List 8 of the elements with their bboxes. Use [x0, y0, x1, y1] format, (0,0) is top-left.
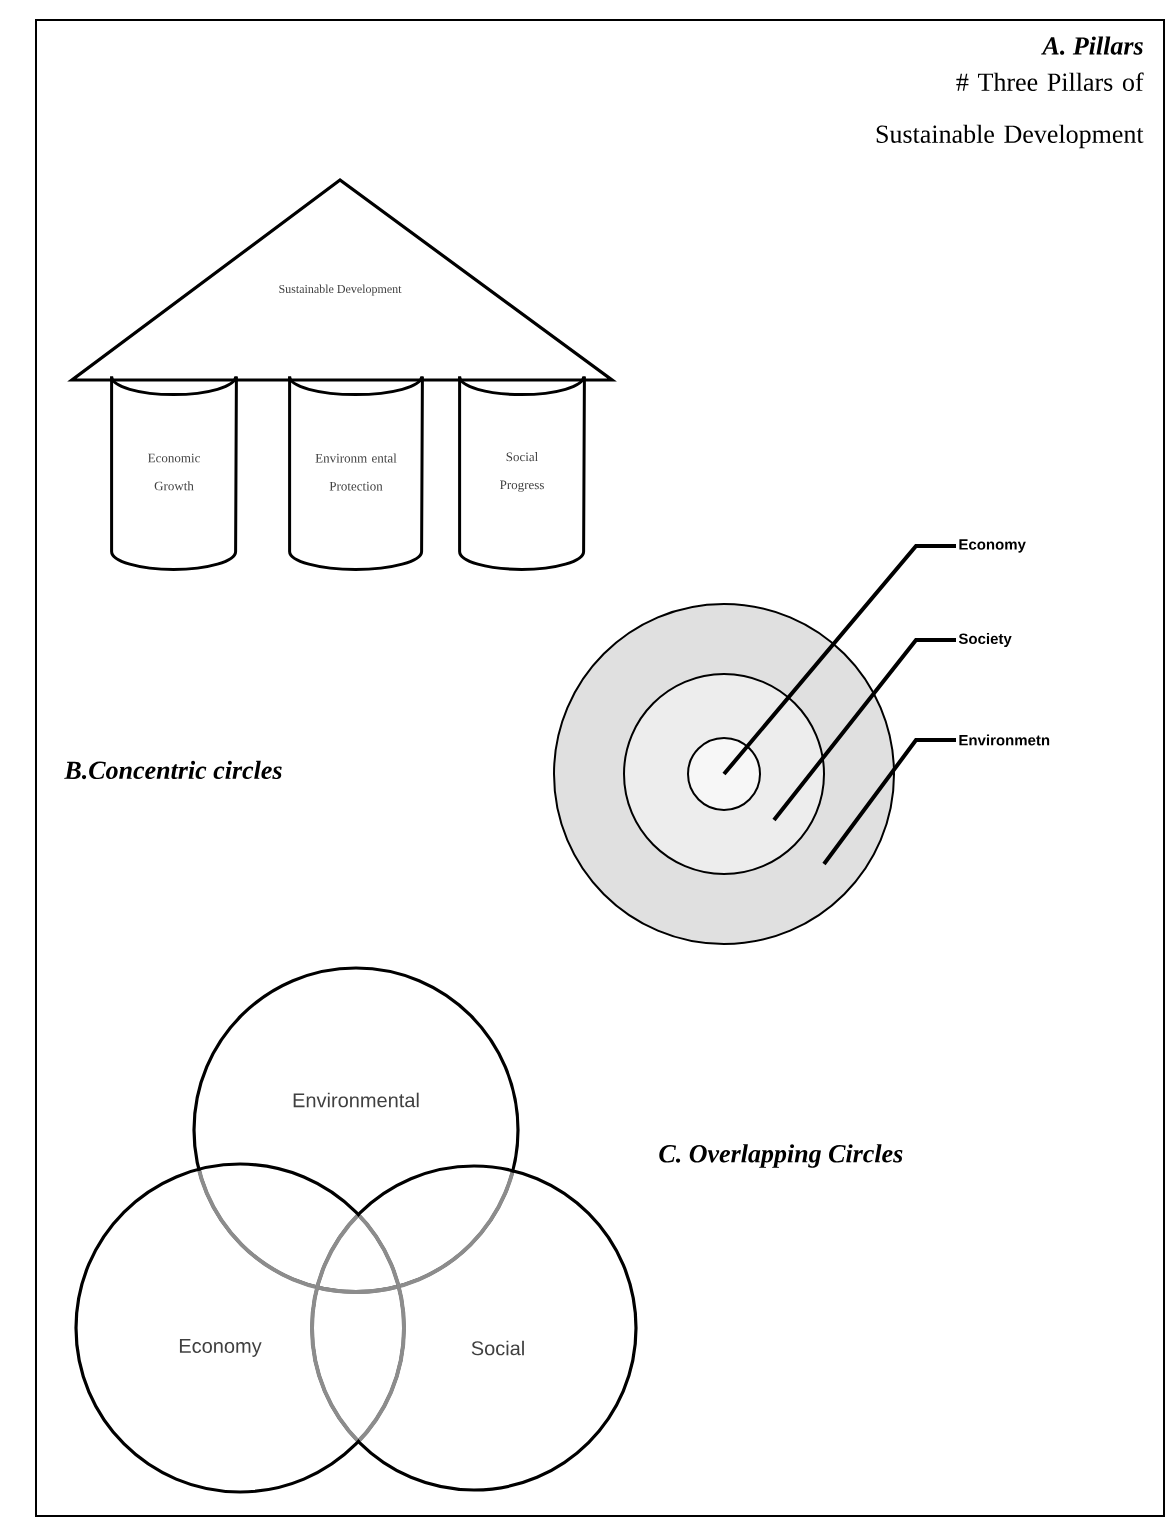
section-heading: B.Concentric circles: [64, 760, 282, 780]
leader-line: [722, 544, 956, 776]
subtitle: # Three Pillars of Sustainable Development: [876, 72, 1144, 149]
section-heading: A. Pillars: [1041, 36, 1143, 55]
leader-line: [822, 738, 956, 866]
section-heading: C. Overlapping Circles: [659, 1144, 903, 1168]
leader-line: [772, 638, 956, 822]
concentric-circle: [687, 737, 761, 811]
